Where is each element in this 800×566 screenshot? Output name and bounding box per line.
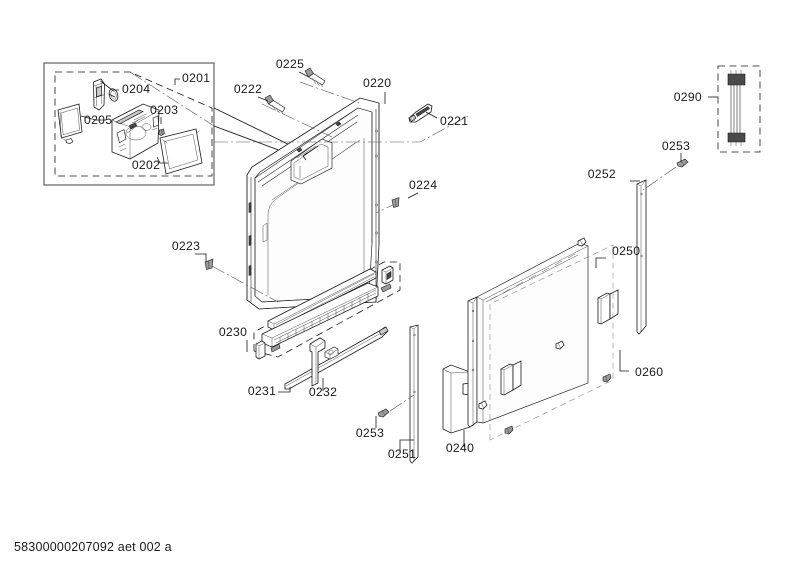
part-0250-outer-panel [467, 237, 619, 435]
rail-end-bracket-left [255, 340, 281, 360]
projection-line-0225 [299, 81, 363, 105]
part-0290-harness [717, 65, 761, 153]
projection-line-0223 [211, 265, 279, 303]
part-0204-knob-shaft [93, 78, 119, 111]
leader-0204b [108, 93, 116, 98]
part-0222-screw [264, 94, 286, 115]
projection-line-horizontal [214, 115, 469, 143]
label-0201: 0201 [182, 71, 210, 85]
part-0202-display-frame [159, 128, 203, 175]
mounting-stud-mid [602, 373, 612, 383]
label-0224: 0224 [409, 178, 437, 192]
door-control-window [290, 138, 333, 185]
label-0203: 0203 [150, 103, 178, 117]
part-0252-trim-strip [636, 179, 647, 335]
panel-clip-upper-right [597, 289, 619, 325]
part-0203-fastener [158, 128, 165, 136]
label-0221: 0221 [440, 114, 468, 128]
part-0221-latch-handle [408, 103, 433, 123]
part-0231-guide-rod [284, 326, 389, 390]
label-0290: 0290 [674, 90, 702, 104]
panel-clip-lower-left [500, 360, 522, 396]
part-0230-rail-group [253, 261, 401, 360]
label-0252: 0252 [588, 167, 616, 181]
label-0225: 0225 [276, 57, 304, 71]
inset-control-panel-group [43, 62, 215, 186]
label-0251: 0251 [388, 447, 416, 461]
label-0232: 0232 [309, 385, 337, 399]
callout-leaders [195, 71, 718, 452]
leader-0202 [156, 156, 168, 164]
leader-0204 [100, 80, 119, 91]
sheet-caption: 58300000207092 aet 002 a [14, 540, 172, 554]
label-0253-lower: 0253 [356, 426, 384, 440]
label-0202: 0202 [132, 158, 160, 172]
label-0205: 0205 [84, 113, 112, 127]
label-0253-upper: 0253 [662, 139, 690, 153]
part-0240-side-bracket [442, 364, 471, 434]
part-0251-trim-strip [409, 324, 419, 464]
label-0220: 0220 [363, 76, 391, 90]
mounting-stud-lower [504, 425, 514, 435]
part-0260-decor-panel-outline [489, 244, 614, 441]
harness-dashed-box [717, 65, 761, 153]
projection-line-0253-upper [642, 166, 677, 191]
projection-line-0222 [261, 103, 333, 138]
part-0232-support-bracket [309, 337, 339, 387]
part-0225-screw [304, 67, 326, 88]
part-0253-screw-lower [377, 408, 390, 418]
projection-line-0253-lower [389, 394, 415, 412]
label-0250: 0250 [612, 244, 640, 258]
inset-dashed-border [54, 71, 213, 177]
label-0260: 0260 [635, 365, 663, 379]
rail-group-dashed-box [253, 261, 401, 358]
label-0223: 0223 [172, 239, 200, 253]
leader-0201 [174, 78, 180, 85]
part-0223-screw [204, 258, 214, 270]
label-0222: 0222 [234, 82, 262, 96]
part-0220-inner-door-panel [246, 97, 380, 310]
leader-0205 [80, 115, 106, 121]
inset-outer-border [43, 62, 215, 186]
label-0231: 0231 [248, 384, 276, 398]
callout-labels: 0201 0202 0203 0204 0205 0220 0221 0222 … [84, 57, 702, 461]
label-0240: 0240 [446, 441, 474, 455]
part-0253-screw-upper [676, 158, 689, 168]
part-0224-screw [391, 197, 400, 208]
part-0205-cover-plate [57, 103, 83, 144]
label-0204: 0204 [122, 82, 150, 96]
inset-projection-line-top [129, 71, 215, 127]
rail-end-bracket-right [380, 265, 394, 293]
part-0201-control-module [111, 103, 160, 160]
label-0230: 0230 [219, 325, 247, 339]
